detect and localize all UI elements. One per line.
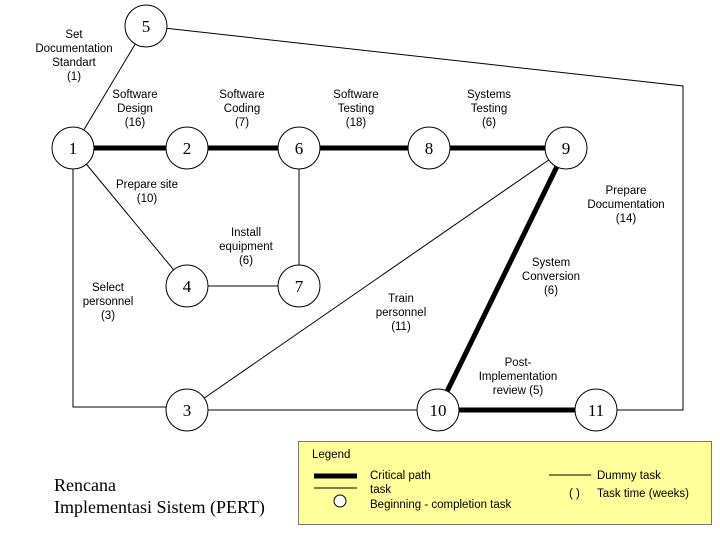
edge-1-3 [72, 148, 187, 408]
node-11-circle [574, 388, 618, 432]
node-3-label: 3 [183, 401, 192, 420]
edge-5-11 [145, 25, 684, 411]
edge-label-prepare-site: Prepare site(10) [115, 179, 178, 205]
node-3-circle [165, 388, 209, 432]
node-2-label: 2 [183, 139, 192, 158]
node-3: 3 [165, 388, 209, 432]
node-10-label: 10 [430, 401, 447, 420]
node-10-circle [416, 388, 460, 432]
edge-9-10 [435, 146, 569, 412]
node-2-circle [165, 126, 209, 170]
edge-1-5 [72, 25, 147, 149]
node-11: 11 [574, 388, 618, 432]
node-9-label: 9 [562, 139, 571, 158]
node-8-label: 8 [425, 139, 434, 158]
edge-1-4 [72, 147, 188, 287]
node-7-label: 7 [295, 277, 304, 296]
node-6-circle [277, 126, 321, 170]
node-7: 7 [277, 264, 321, 308]
node-11-label: 11 [588, 401, 604, 420]
node-8: 8 [407, 126, 451, 170]
node-10: 10 [416, 388, 460, 432]
node-6: 6 [277, 126, 321, 170]
node-1-circle [51, 126, 95, 170]
legend-box [298, 441, 712, 525]
node-9-circle [544, 126, 588, 170]
node-1: 1 [51, 126, 95, 170]
edge-3-9 [186, 147, 567, 411]
node-7-circle [277, 264, 321, 308]
legend-dummy-label: Dummy task [597, 470, 661, 482]
node-9: 9 [544, 126, 588, 170]
node-4-circle [165, 264, 209, 308]
node-6-label: 6 [295, 139, 304, 158]
legend-node-label: Beginning - completion task [370, 499, 512, 511]
node-5-label: 5 [142, 17, 151, 36]
legend-title: Legend [312, 449, 351, 461]
node-4: 4 [165, 264, 209, 308]
node-1-label: 1 [69, 139, 78, 158]
legend-time-label: Task time (weeks) [597, 488, 690, 500]
node-5-circle [124, 4, 168, 48]
diagram-caption: Rencana Implementasi Sistem (PERT) [54, 475, 265, 517]
node-5: 5 [124, 4, 168, 48]
node-4-label: 4 [183, 277, 192, 296]
legend-time-symbol: ( ) [569, 488, 580, 500]
node-2: 2 [165, 126, 209, 170]
node-8-circle [407, 126, 451, 170]
